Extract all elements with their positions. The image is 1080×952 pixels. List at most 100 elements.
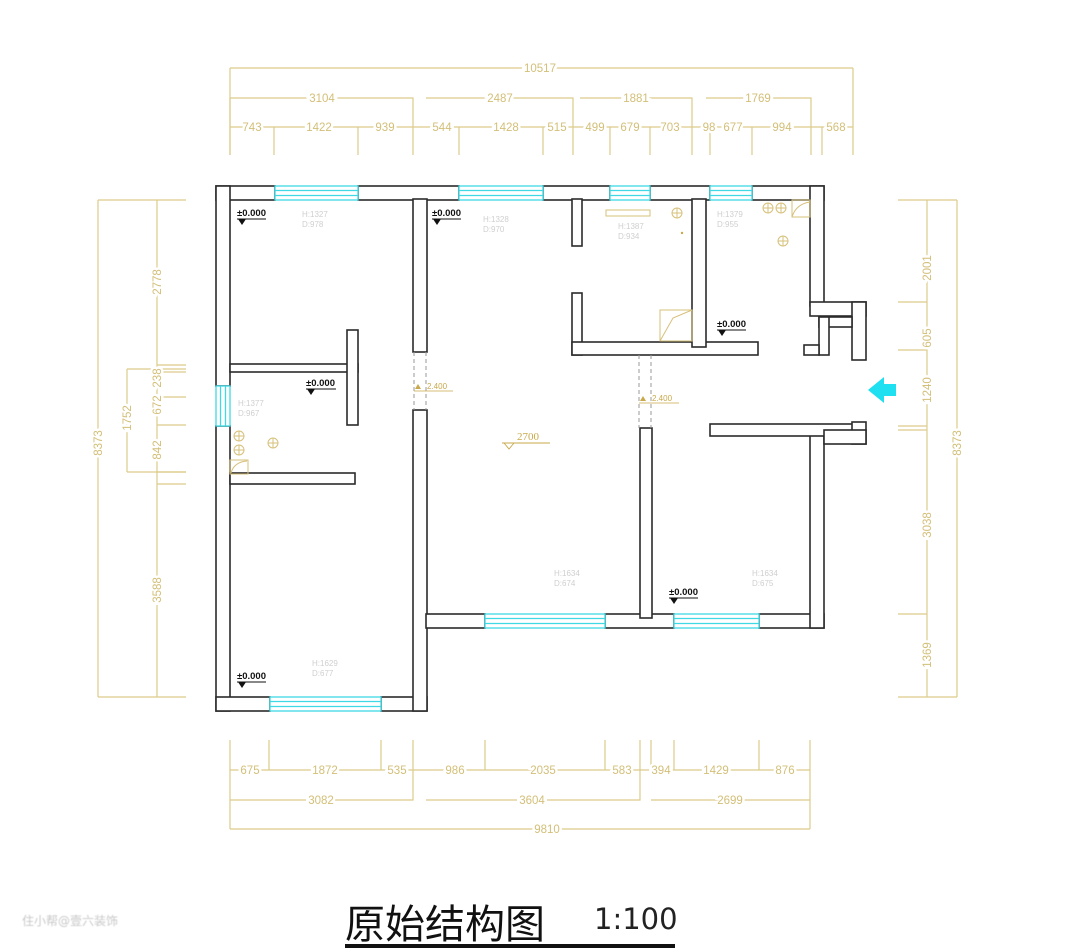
window-depth: D:674	[554, 579, 576, 588]
dim-left-total: 8373	[93, 430, 105, 456]
level-label: ±0.000	[237, 208, 266, 219]
dim-bottom-detail: 675	[240, 765, 259, 777]
level-markers: ±0.000 ±0.000 ±0.000 ±0.000 ±0.000 ±0.00…	[237, 208, 746, 688]
dim-bottom-total: 9810	[534, 824, 560, 836]
drain-icon	[233, 430, 279, 456]
window	[458, 185, 544, 201]
window	[274, 185, 359, 201]
dim-top-total: 10517	[524, 63, 556, 75]
dim-left-detail: 2778	[152, 269, 164, 295]
level-marker: ±0.000	[717, 319, 746, 336]
window-height: H:1328	[483, 215, 509, 224]
dim-right-detail: 1369	[922, 642, 934, 668]
dim-top-detail: 994	[772, 122, 792, 134]
ceiling-height-marker: 2700	[502, 431, 550, 450]
window-depth: D:967	[238, 409, 260, 418]
window-height: H:1634	[752, 569, 778, 578]
beam-elevations: 2.400 2.400 2700	[414, 382, 679, 450]
level-marker: ±0.000	[669, 587, 698, 604]
beam-height: 2.400	[652, 394, 673, 403]
window	[609, 185, 651, 201]
title-underline	[345, 944, 675, 948]
dim-bottom-detail: 1872	[312, 765, 338, 777]
dim-right-detail: 3038	[922, 512, 934, 538]
window-depth: D:675	[752, 579, 774, 588]
walls	[215, 185, 867, 712]
dim-top-mid: 2487	[487, 93, 513, 105]
level-marker: ±0.000	[306, 378, 336, 395]
dimension-labels: 10517 3104 2487 1881 1769 743 1422 939 5…	[91, 60, 967, 839]
dim-top-detail: 679	[620, 122, 639, 134]
drain-icon	[777, 235, 789, 247]
dim-top-detail: 544	[432, 122, 452, 134]
window-depth: D:934	[618, 232, 640, 241]
window-height: H:1629	[312, 659, 338, 668]
watermark: 住小帮@壹六装饰	[22, 914, 119, 928]
dim-left-detail: 672	[152, 395, 164, 414]
dim-top-detail: 98	[703, 122, 716, 134]
window-depth: D:955	[717, 220, 739, 229]
dim-left-detail: 842	[152, 440, 164, 459]
window-height: H:1379	[717, 210, 743, 219]
dim-top-detail: 499	[585, 122, 604, 134]
dim-bottom-mid: 3082	[308, 795, 334, 807]
dim-right-total: 8373	[952, 430, 964, 456]
ceiling-height: 2700	[517, 431, 540, 443]
drain-icon	[671, 207, 683, 219]
dim-left-mid: 1752	[122, 405, 134, 431]
window-depth: D:677	[312, 669, 334, 678]
dim-right-detail: 1240	[922, 377, 934, 403]
dim-bottom-detail: 535	[387, 765, 406, 777]
window-height: H:1387	[618, 222, 644, 231]
dim-top-mid: 1769	[745, 93, 771, 105]
dim-top-detail: 743	[242, 122, 261, 134]
beam-lines	[413, 352, 652, 428]
level-label: ±0.000	[306, 378, 335, 389]
kitchen-counter	[605, 209, 651, 217]
dim-top-detail: 1428	[493, 122, 519, 134]
drawing-scale: 1:100	[594, 902, 678, 936]
level-label: ±0.000	[717, 319, 746, 330]
dim-bottom-detail: 986	[445, 765, 464, 777]
window	[484, 613, 606, 629]
window	[269, 696, 382, 712]
dim-right-detail: 2001	[922, 255, 934, 281]
level-label: ±0.000	[432, 208, 461, 219]
flue-icon	[659, 309, 693, 342]
window	[673, 613, 760, 629]
dim-bottom-mid: 3604	[519, 795, 545, 807]
drain-icon	[762, 202, 787, 214]
dim-bottom-detail: 876	[775, 765, 794, 777]
window	[215, 385, 231, 427]
entrance-arrow-icon	[868, 377, 896, 403]
beam-height: 2.400	[427, 382, 448, 391]
dim-left-detail: 238	[152, 368, 164, 387]
dim-top-detail: 568	[826, 122, 845, 134]
dim-bottom-detail: 1429	[703, 765, 729, 777]
dim-top-detail: 703	[660, 122, 679, 134]
dim-top-detail: 1422	[306, 122, 332, 134]
dim-bottom-detail: 583	[612, 765, 631, 777]
drawing-title: 原始结构图	[345, 902, 545, 948]
level-marker: ±0.000	[237, 208, 266, 225]
fixtures	[229, 199, 811, 475]
dim-bottom-detail: 2035	[530, 765, 556, 777]
dim-bottom-mid: 2699	[717, 795, 743, 807]
window-height: H:1377	[238, 399, 264, 408]
level-marker: ±0.000	[432, 208, 461, 225]
dim-top-mid: 1881	[623, 93, 649, 105]
dim-top-detail: 677	[723, 122, 742, 134]
flue-icon	[791, 199, 811, 218]
window	[709, 185, 753, 201]
level-marker: ±0.000	[237, 671, 266, 688]
dim-top-mid: 3104	[309, 93, 335, 105]
window-depth: D:970	[483, 225, 505, 234]
window-depth: D:978	[302, 220, 324, 229]
dim-left-detail: 3588	[152, 577, 164, 603]
dim-top-detail: 515	[547, 122, 566, 134]
window-height: H:1327	[302, 210, 328, 219]
window-height: H:1634	[554, 569, 580, 578]
flue-icon	[229, 459, 249, 475]
